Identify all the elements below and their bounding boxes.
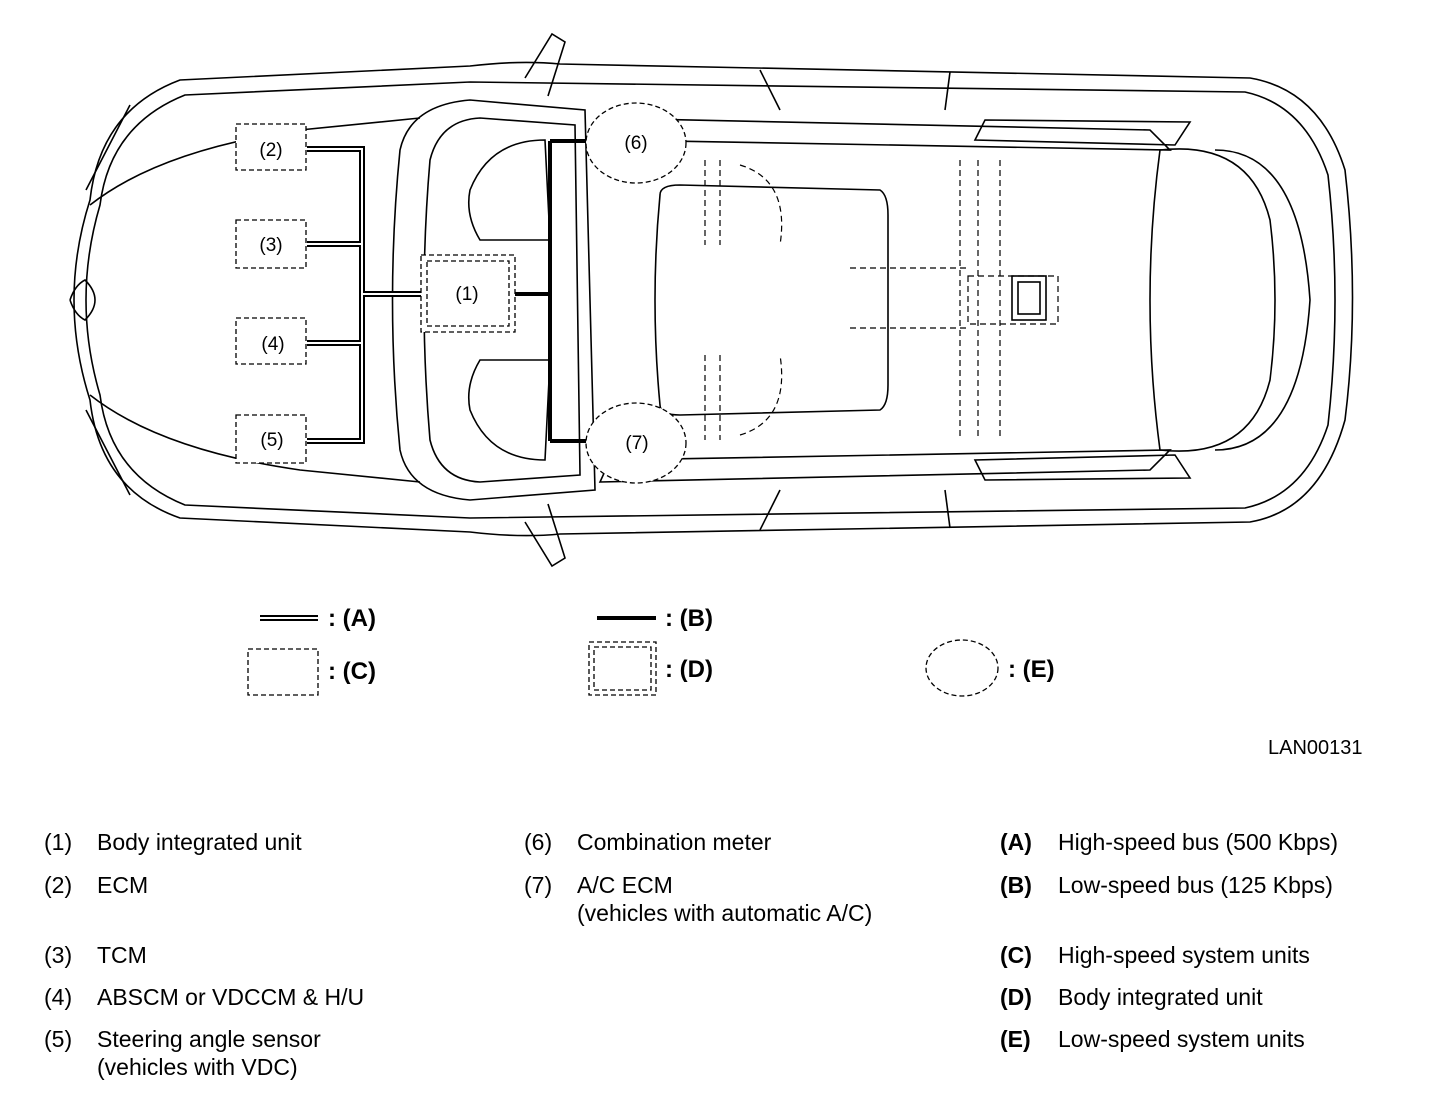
low-speed-bus <box>515 139 588 443</box>
legend-text: Body integrated unit <box>97 829 302 855</box>
legend-text: Combination meter <box>577 829 772 855</box>
combination-meter-ellipse <box>585 102 687 184</box>
unit-label-3: (3) <box>259 235 282 256</box>
key-label-d: : (D) <box>665 656 713 683</box>
legend-text: Low-speed system units <box>1058 1026 1305 1052</box>
legend-text-note: (vehicles with automatic A/C) <box>577 900 873 926</box>
legend-text: Steering angle sensor <box>97 1026 321 1052</box>
key-symbol-c <box>247 648 319 696</box>
vehicle-outline <box>69 32 1354 568</box>
legend-text: High-speed bus (500 Kbps) <box>1058 829 1338 855</box>
legend-num: (E) <box>1000 1026 1031 1052</box>
legend-num: (7) <box>524 872 553 898</box>
unit-label-2: (2) <box>259 140 282 161</box>
legend-text: High-speed system units <box>1058 942 1310 968</box>
can-network-diagram: (2) (3) (4) (5) (1) (6) (7) : (A) : (B) … <box>69 32 1354 697</box>
body-integrated-unit-box <box>420 254 516 333</box>
abscm-unit-box <box>235 317 307 365</box>
legend-num: (3) <box>44 942 73 968</box>
ecm-unit-box <box>235 123 307 171</box>
interior-hidden-lines <box>704 160 1059 440</box>
legend-num: (2) <box>44 872 73 898</box>
legend-text: ABSCM or VDCCM & H/U <box>97 984 365 1010</box>
unit-label-6: (6) <box>624 133 647 154</box>
legend-text: A/C ECM <box>577 872 673 898</box>
key-symbol-e <box>925 639 999 697</box>
legend-text: Body integrated unit <box>1058 984 1263 1010</box>
unit-label-4: (4) <box>261 334 284 355</box>
tcm-unit-box <box>235 219 307 269</box>
legend-text: TCM <box>97 942 147 968</box>
legend-num: (5) <box>44 1026 73 1052</box>
key-label-b: : (B) <box>665 605 713 632</box>
legend-num: (D) <box>1000 984 1032 1010</box>
legend-text: ECM <box>97 872 149 898</box>
legend-num: (A) <box>1000 829 1032 855</box>
legend-num: (1) <box>44 829 73 855</box>
ac-ecm-ellipse <box>585 402 687 484</box>
steering-angle-sensor-box <box>235 414 307 464</box>
legend-num: (B) <box>1000 872 1032 898</box>
legend-text: Low-speed bus (125 Kbps) <box>1058 872 1333 898</box>
legend-num: (4) <box>44 984 73 1010</box>
unit-label-7: (7) <box>625 433 648 454</box>
legend-num: (C) <box>1000 942 1032 968</box>
high-speed-bus <box>307 146 422 444</box>
legend-text-note: (vehicles with VDC) <box>97 1054 298 1080</box>
key-label-a: : (A) <box>328 605 376 632</box>
figure-code: LAN00131 <box>1268 737 1363 759</box>
unit-label-5: (5) <box>260 430 283 451</box>
key-label-c: : (C) <box>328 658 376 685</box>
legend-num: (6) <box>524 829 553 855</box>
key-symbol-d <box>588 641 657 696</box>
unit-label-1: (1) <box>455 284 478 305</box>
key-label-e: : (E) <box>1008 656 1055 683</box>
